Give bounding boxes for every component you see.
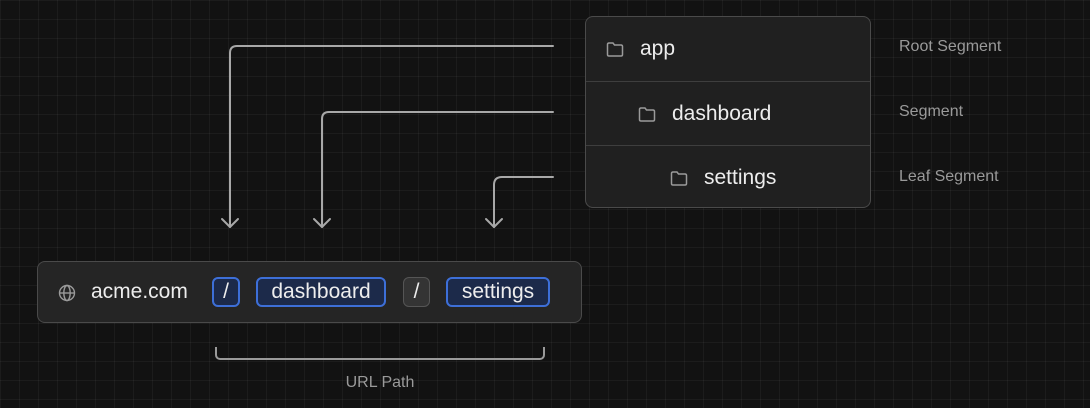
arrowhead-dashboard (313, 218, 331, 228)
folder-icon (670, 170, 688, 186)
folder-tree: app dashboard settings (585, 16, 871, 208)
leaf-segment-label: Leaf Segment (899, 168, 999, 185)
connector-dashboard (321, 111, 554, 228)
folder-icon (606, 41, 624, 57)
url-path-label: URL Path (345, 374, 415, 391)
globe-icon (58, 284, 76, 302)
root-segment-label: Root Segment (899, 38, 1002, 55)
connector-settings (493, 176, 554, 228)
url-segment-settings: settings (446, 277, 550, 307)
segment-label: Segment (899, 103, 964, 120)
url-domain: acme.com (91, 280, 188, 303)
tree-item-label: dashboard (672, 102, 772, 125)
arrowhead-app (221, 218, 239, 228)
arrowhead-settings (485, 218, 503, 228)
tree-row-dashboard[interactable]: dashboard (586, 81, 870, 146)
url-path-bracket (215, 347, 545, 360)
url-bar[interactable]: acme.com / dashboard / settings (37, 261, 582, 323)
tree-row-settings[interactable]: settings (586, 145, 870, 207)
url-segment-dashboard: dashboard (256, 277, 386, 307)
tree-item-label: settings (704, 166, 777, 189)
url-segment-slash: / (403, 277, 430, 307)
tree-row-app[interactable]: app (586, 17, 870, 81)
connector-app (229, 45, 554, 228)
url-segment-root-slash: / (212, 277, 240, 307)
tree-item-label: app (640, 37, 676, 60)
folder-icon (638, 106, 656, 122)
